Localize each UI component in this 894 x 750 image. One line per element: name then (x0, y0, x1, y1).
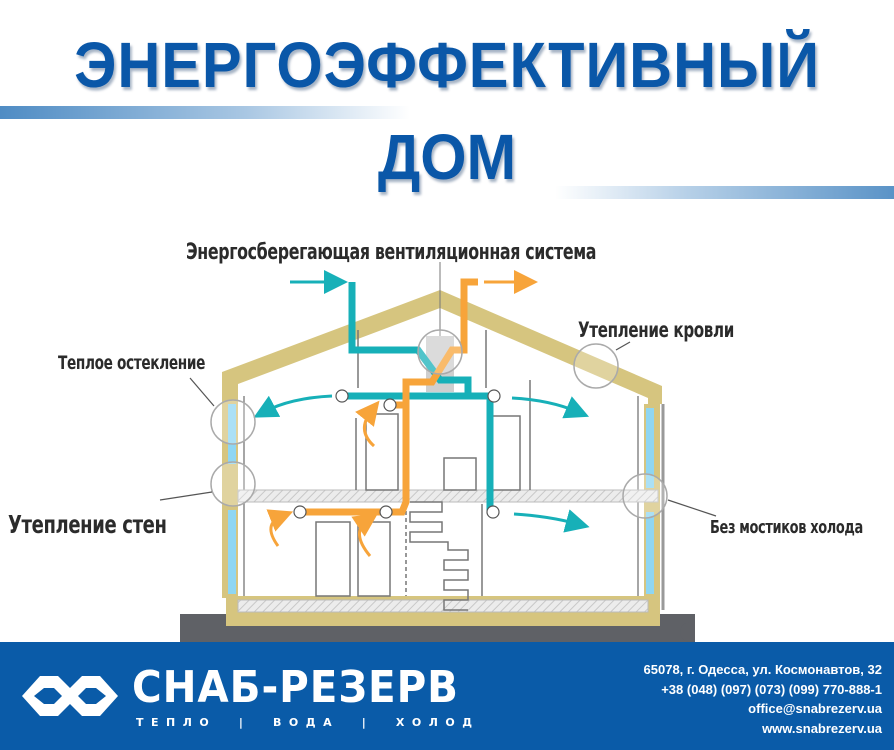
roof-insulation (222, 290, 662, 404)
email-link[interactable]: office@snabrezerv.ua (748, 701, 882, 716)
decorative-bar-right (555, 186, 894, 199)
decorative-bar-left (0, 106, 410, 119)
brand-name: СНАБ-РЕЗЕРВ (132, 662, 459, 713)
house-diagram: Энергосберегающая вентиляционная система… (0, 220, 894, 645)
page-title-line2: ДОМ (377, 121, 517, 193)
house-cross-section (159, 262, 717, 642)
page-title-line1: ЭНЕРГОЭФФЕКТИВНЫЙ (74, 29, 820, 101)
label-ventilation-system: Энергосберегающая вентиляционная система (186, 240, 597, 265)
address: 65078, г. Одесса, ул. Космонавтов, 32 (643, 662, 882, 677)
infinity-logo-icon (22, 676, 118, 716)
label-wall-insulation: Утепление стен (8, 510, 167, 539)
phone-numbers[interactable]: +38 (048) (097) (073) (099) 770-888-1 (661, 681, 882, 697)
contact-block: 65078, г. Одесса, ул. Космонавтов, 32 +3… (644, 660, 882, 738)
brand-slogan: ТЕПЛО | ВОДА | ХОЛОД (136, 716, 480, 729)
website-link[interactable]: www.snabrezerv.ua (762, 720, 882, 736)
label-roof-insulation: Утепление кровли (578, 318, 734, 342)
label-no-cold-bridges: Без мостиков холода (710, 517, 863, 538)
label-warm-glazing: Теплое остекление (58, 352, 206, 374)
footer: СНАБ-РЕЗЕРВ ТЕПЛО | ВОДА | ХОЛОД 65078, … (0, 642, 894, 750)
